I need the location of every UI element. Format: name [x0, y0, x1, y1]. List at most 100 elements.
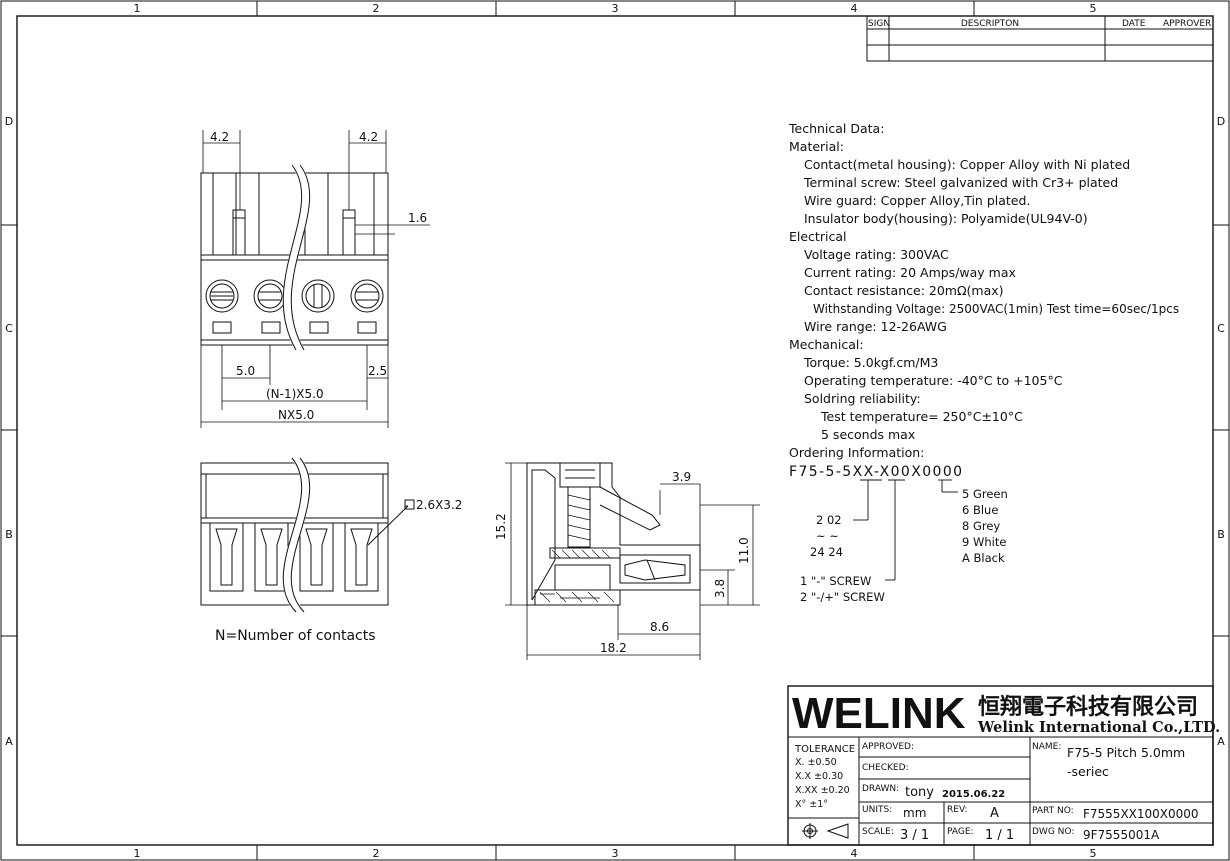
col-label-5: 5 [1090, 2, 1097, 15]
col-label-3-bottom: 3 [612, 847, 619, 860]
row-label-a-right: A [1217, 735, 1225, 748]
checked-label: CHECKED: [862, 763, 909, 773]
dim-total-width: NX5.0 [278, 408, 314, 422]
col-label-1-bottom: 1 [134, 847, 141, 860]
ordering-code: F75-5-5XX-X00X0000 [789, 464, 963, 480]
rev-header-sign: SIGN [868, 19, 890, 29]
row-label-b-right: B [1217, 528, 1225, 541]
projection-symbol-icon [802, 823, 849, 839]
dim-pin-height: 3.8 [713, 579, 727, 598]
row-label-d: D [5, 115, 13, 128]
tech-line-9: Contact resistance: 20mΩ(max) [804, 283, 1004, 298]
units-value: mm [903, 806, 926, 820]
col-label-5-bottom: 5 [1090, 847, 1097, 860]
rev-value: A [990, 806, 999, 821]
dim-edge: 2.5 [368, 364, 387, 378]
rev-header-date: DATE [1122, 19, 1146, 29]
col-label-4: 4 [851, 2, 858, 15]
rev-header-approver: APPROVER [1163, 19, 1211, 29]
dim-height-right: 11.0 [737, 537, 751, 564]
dim-pitch: 5.0 [236, 364, 255, 378]
tech-line-16: Test temperature= 250°C±10°C [820, 409, 1023, 424]
tolerance-3: X.XX ±0.20 [795, 785, 850, 796]
dim-n-minus-1: (N-1)X5.0 [266, 387, 324, 401]
row-label-a: A [5, 735, 13, 748]
page-label: PAGE: [947, 827, 974, 837]
technical-data: Technical Data: Material: Contact(metal … [788, 121, 1179, 460]
row-label-c: C [5, 322, 13, 335]
col-label-2: 2 [373, 2, 380, 15]
tech-line-17: 5 seconds max [821, 427, 915, 442]
company-name-cn: 恒翔電子科技有限公司 [978, 694, 1198, 720]
tech-line-1: Material: [789, 139, 844, 154]
col-label-2-bottom: 2 [373, 847, 380, 860]
tech-line-14: Operating temperature: -40°C to +105°C [804, 373, 1063, 388]
row-label-d-right: D [1217, 115, 1225, 128]
col-label-4-bottom: 4 [851, 847, 858, 860]
color-option-grey: 8 Grey [962, 519, 1000, 533]
part-no-value: F7555XX100X0000 [1083, 807, 1199, 821]
pins-range-bottom: 24 24 [810, 545, 843, 559]
tech-line-2: Contact(metal housing): Copper Alloy wit… [804, 157, 1130, 172]
side-view: 3.9 15.2 11.0 3.8 8.6 18.2 [494, 462, 760, 660]
ordering-information: F75-5-5XX-X00X0000 5 Green 6 Blue 8 Grey… [789, 464, 1008, 604]
title-block: WELINK 恒翔電子科技有限公司 Welink International C… [787, 685, 1220, 846]
drawn-date: 2015.06.22 [942, 789, 1005, 800]
tolerance-label: TOLERANCE [794, 744, 855, 755]
dwg-no-value: 9F7555001A [1083, 828, 1160, 842]
row-label-b: B [5, 528, 13, 541]
dim-height: 15.2 [494, 513, 508, 540]
page-value: 1 / 1 [985, 828, 1014, 843]
break-line [282, 162, 311, 353]
tech-line-13: Torque: 5.0kgf.cm/M3 [803, 355, 938, 370]
drawn-by: tony [905, 785, 934, 800]
tech-line-15: Soldring reliability: [804, 391, 921, 406]
tech-line-5: Insulator body(housing): Polyamide(UL94V… [804, 211, 1088, 226]
dim-pin-thickness: 1.6 [408, 211, 427, 225]
dim-total-length: 18.2 [600, 641, 627, 655]
tech-line-7: Voltage rating: 300VAC [804, 247, 949, 262]
part-no-label: PART NO: [1032, 806, 1074, 816]
col-label-3: 3 [612, 2, 619, 15]
hole-size-label: 2.6X3.2 [416, 498, 462, 512]
tech-line-18: Ordering Information: [789, 445, 924, 460]
row-label-c-right: C [1217, 322, 1225, 335]
tolerance-2: X.X ±0.30 [795, 771, 843, 782]
approved-label: APPROVED: [862, 742, 914, 752]
pins-range-top: 2 02 [816, 513, 842, 527]
brand-logo: WELINK [792, 689, 966, 738]
company-name-en: Welink International Co.,LTD. [977, 719, 1220, 736]
tolerance-1: X. ±0.50 [795, 757, 837, 768]
tech-line-6: Electrical [789, 229, 846, 244]
bottom-view: 2.6X3.2 N=Number of contacts [200, 455, 462, 644]
dim-pin-width-right: 4.2 [359, 130, 378, 144]
dim-pin-length: 8.6 [650, 620, 669, 634]
tech-line-11: Wire range: 12-26AWG [804, 319, 947, 334]
frame-labels: 1 2 3 4 5 1 2 3 4 5 D C B A D C B A [5, 2, 1225, 860]
contacts-caption: N=Number of contacts [215, 628, 376, 644]
rev-header-description: DESCRIPTON [961, 19, 1019, 29]
tech-line-0: Technical Data: [788, 121, 884, 136]
col-label-1: 1 [134, 2, 141, 15]
color-option-black: A Black [962, 551, 1005, 565]
rev-label: REV: [947, 805, 967, 815]
tech-line-12: Mechanical: [789, 337, 864, 352]
color-option-white: 9 White [962, 535, 1006, 549]
tech-line-4: Wire guard: Copper Alloy,Tin plated. [804, 193, 1030, 208]
dim-depth-top: 3.9 [672, 470, 691, 484]
revision-table: SIGN DESCRIPTON DATE APPROVER [866, 15, 1214, 62]
name-label: NAME: [1032, 742, 1061, 752]
scale-value: 3 / 1 [900, 828, 929, 843]
screw-option-1: 1 "-" SCREW [800, 574, 871, 588]
drawn-label: DRAWN: [862, 784, 899, 794]
tech-line-10: Withstanding Voltage: 2500VAC(1min) Test… [813, 302, 1179, 316]
square-hole-symbol [404, 499, 415, 510]
name-line-2: -seriec [1067, 764, 1109, 779]
dwg-no-label: DWG NO: [1032, 827, 1074, 837]
color-option-blue: 6 Blue [962, 503, 998, 517]
tech-line-3: Terminal screw: Steel galvanized with Cr… [803, 175, 1118, 190]
screw-option-2: 2 "-/+" SCREW [800, 590, 885, 604]
pins-range-mid: ~ ~ [816, 529, 839, 543]
